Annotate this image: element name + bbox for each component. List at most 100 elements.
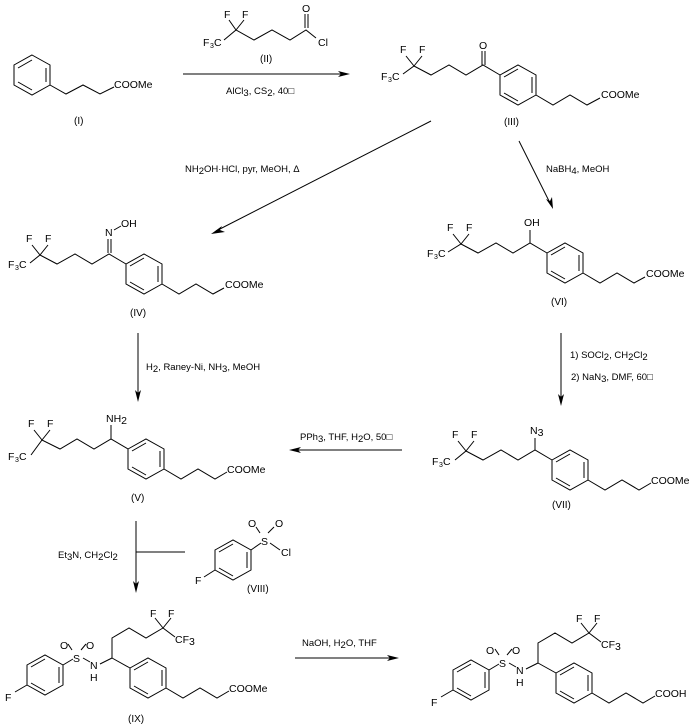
compound-IV-hydroxyl: OH — [121, 218, 137, 230]
compound-VIII-oxygen-2: O — [275, 518, 283, 530]
compound-VII-label: (VII) — [552, 500, 571, 511]
arrow-IX-to-X — [295, 655, 399, 661]
compound-III-oxygen: O — [479, 40, 487, 52]
compound-VII: F 3 C F F N3 COOMe (VII) — [432, 425, 690, 511]
compound-II: F 3 C F F O Cl (II) — [203, 3, 328, 65]
compound-IX-f2: F — [168, 608, 174, 620]
arrow-III-to-VI — [518, 140, 553, 209]
compound-II-chlorine: Cl — [318, 37, 328, 49]
compound-VIII: S O O Cl F (VIII) — [195, 518, 291, 595]
compound-IX-cf3: CF3 — [175, 634, 195, 648]
compound-VI-bonds — [447, 230, 646, 284]
compound-I: COOMe (I) — [13, 54, 153, 127]
compound-IX-oxygen-2: O — [86, 640, 94, 652]
compound-VII-f2: F — [471, 429, 477, 441]
compound-VI-cf3-c: C — [438, 248, 446, 260]
compound-V-cf3-c: C — [19, 451, 27, 463]
arrow-V-to-IX — [133, 521, 185, 593]
compound-IV-f2: F — [45, 233, 51, 245]
compound-IV-cf3-c: C — [19, 259, 27, 271]
conditions-VI-to-VII-step2: 2) NaN3, DMF, 60□ — [571, 372, 653, 385]
compound-V-amine: NH2 — [106, 413, 127, 427]
conditions-IX-to-X: NaOH, H2O, THF — [302, 638, 377, 651]
compound-III-cf3-sub: 3 — [388, 77, 392, 84]
compound-V-label: (V) — [131, 493, 144, 504]
compound-VII-bonds — [454, 438, 652, 491]
compound-final-acid: F S O O N H F F CF3 COOH — [431, 613, 687, 709]
compound-final-carboxylic-acid: COOH — [655, 688, 687, 700]
compound-II-oxygen: O — [302, 3, 310, 15]
compound-IV-cf3-f: F — [8, 259, 14, 271]
compound-IV-bonds — [29, 225, 225, 295]
compound-II-cf3-f: F — [203, 37, 209, 49]
compound-V-cf3-f: F — [8, 451, 14, 463]
compound-VII-ester: COOMe — [651, 475, 690, 487]
compound-VIII-fluorine: F — [195, 575, 201, 587]
compound-final-sulfur: S — [499, 658, 506, 670]
compound-IX-bonds — [14, 617, 230, 699]
compound-V-f1: F — [28, 418, 34, 430]
compound-VI-cf3-f: F — [427, 248, 433, 260]
compound-final-oxygen-1: O — [486, 645, 494, 657]
compound-I-ester: COOMe — [114, 79, 153, 91]
compound-VIII-oxygen-1: O — [248, 518, 256, 530]
arrow-VI-to-VII — [558, 333, 564, 406]
compound-III-cf3-c: C — [392, 71, 400, 83]
compound-final-nitrogen: N — [516, 665, 524, 677]
compound-VIII-sulfur: S — [261, 536, 268, 548]
compound-III-bonds — [402, 51, 601, 106]
compound-VI-cf3-sub: 3 — [434, 254, 438, 261]
compound-IX: F S O O N H F F CF3 COOMe (IX) — [5, 608, 268, 725]
compound-V-f2: F — [47, 418, 53, 430]
compound-IV-ester: COOMe — [225, 279, 264, 291]
compound-III-ester: COOMe — [601, 89, 640, 101]
compound-VII-cf3-sub: 3 — [439, 462, 443, 469]
conditions-VI-to-VII-step1: 1) SOCl2, CH2Cl2 — [570, 350, 648, 363]
compound-III-f1: F — [400, 44, 406, 56]
compound-II-f1: F — [224, 9, 230, 21]
conditions-V-to-IX: Et3N, CH2Cl2 — [58, 550, 118, 563]
compound-IV-f1: F — [26, 233, 32, 245]
compound-VIII-label: (VIII) — [247, 584, 269, 595]
conditions-VII-to-V: PPh3, THF, H2O, 50□ — [300, 432, 392, 445]
compound-III-f2: F — [419, 44, 425, 56]
compound-IX-nitrogen: N — [90, 660, 98, 672]
conditions-IV-to-V: H2, Raney-Ni, NH3, MeOH — [146, 362, 260, 375]
compound-VI-label: (VI) — [551, 297, 567, 308]
compound-III-label: (III) — [504, 117, 519, 128]
compound-IX-ester: COOMe — [229, 683, 268, 695]
compound-IV-label: (IV) — [130, 308, 146, 319]
compound-final-nh-hydrogen: H — [516, 677, 524, 689]
compound-III: F 3 C F F O COOMe (III) — [381, 40, 640, 128]
compound-I-chain — [49, 84, 115, 95]
conditions-III-to-IV: NH2OH·HCl, pyr, MeOH, Δ — [185, 164, 300, 177]
compound-V-ester: COOMe — [227, 464, 266, 476]
compound-II-f2: F — [242, 9, 248, 21]
compound-IX-nh-hydrogen: H — [90, 672, 98, 684]
arrow-VII-to-V — [289, 447, 402, 453]
arrow-I-to-III — [183, 71, 350, 77]
compound-final-bonds — [440, 622, 656, 704]
compound-I-benzene-ring — [13, 54, 51, 96]
compound-IV: F 3 C F F N OH COOMe (IV) — [8, 218, 264, 319]
compound-IX-aryl-fluorine: F — [5, 692, 11, 704]
compound-final-f2: F — [594, 613, 600, 625]
arrow-IV-to-V — [135, 333, 141, 402]
conditions-III-to-VI: NaBH4, MeOH — [546, 164, 610, 177]
compound-VII-azide: N3 — [530, 425, 544, 439]
arrow-III-to-IV — [211, 120, 432, 234]
compound-final-cf3: CF3 — [601, 639, 621, 653]
compound-II-label: (II) — [260, 54, 272, 65]
compound-VII-cf3-c: C — [443, 456, 451, 468]
compound-II-cf3-sub: 3 — [210, 43, 214, 50]
compound-III-cf3-f: F — [381, 71, 387, 83]
compound-VI: F 3 C F F OH COOMe (VI) — [427, 217, 685, 308]
compound-final-oxygen-2: O — [512, 645, 520, 657]
compound-final-f1: F — [576, 613, 582, 625]
conditions-I-to-III: AlCl3, CS2, 40□ — [226, 86, 294, 99]
compound-IV-nitrogen: N — [105, 227, 113, 239]
compound-VI-f2: F — [466, 222, 472, 234]
compound-V-cf3-sub: 3 — [15, 457, 19, 464]
compound-IX-f1: F — [150, 608, 156, 620]
